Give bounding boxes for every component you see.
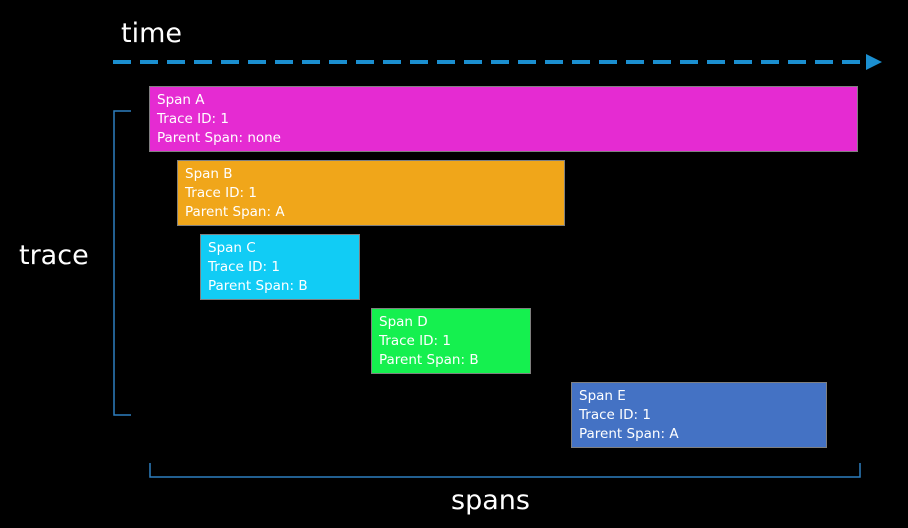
span-a-parent: Parent Span: none [157,130,281,146]
span-b-trace-id: Trace ID: 1 [185,185,257,201]
span-b-name: Span B [185,166,233,182]
span-b-parent: Parent Span: A [185,204,285,220]
trace-bracket [113,110,131,416]
trace-label: trace [19,240,89,271]
span-e-trace-id: Trace ID: 1 [579,407,651,423]
span-d-name: Span D [379,314,428,330]
spans-bracket [149,463,861,478]
span-a-name: Span A [157,92,205,108]
time-arrow-head [866,54,882,70]
span-d-box: Span D Trace ID: 1 Parent Span: B [371,308,531,374]
span-e-box: Span E Trace ID: 1 Parent Span: A [571,382,827,448]
spans-label: spans [451,485,530,516]
span-e-name: Span E [579,388,626,404]
span-d-parent: Parent Span: B [379,352,479,368]
span-c-name: Span C [208,240,256,256]
time-label: time [121,18,183,49]
span-e-parent: Parent Span: A [579,426,679,442]
span-a-box: Span A Trace ID: 1 Parent Span: none [149,86,858,152]
span-d-trace-id: Trace ID: 1 [379,333,451,349]
span-b-box: Span B Trace ID: 1 Parent Span: A [177,160,565,226]
span-c-parent: Parent Span: B [208,278,308,294]
span-a-trace-id: Trace ID: 1 [157,111,229,127]
span-c-trace-id: Trace ID: 1 [208,259,280,275]
span-c-box: Span C Trace ID: 1 Parent Span: B [200,234,360,300]
